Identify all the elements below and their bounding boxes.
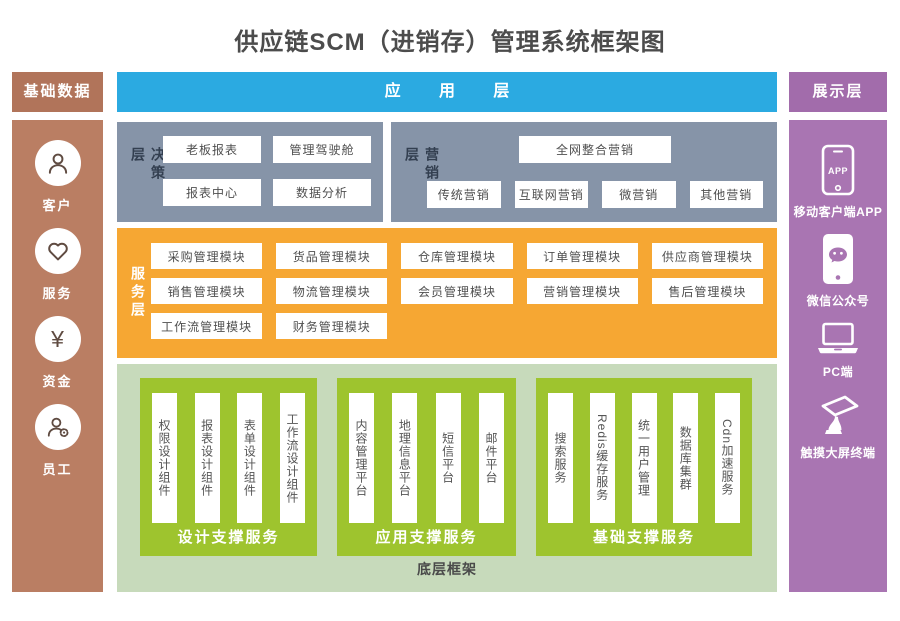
- customer-icon: [34, 140, 81, 186]
- service-module-box: 供应商管理模块: [651, 243, 763, 269]
- laptop-icon: [815, 322, 861, 356]
- display-layer-panel: APP 移动客户端APP 微信公众号: [789, 120, 887, 592]
- display-item-wechat: 微信公众号: [807, 233, 870, 309]
- group-label: 基础支撑服务: [592, 529, 695, 546]
- foundation-framework-panel: 权限设计组件 报表设计组件 表单设计组件 工作流设计组件 设计支撑服务 内容管理…: [117, 364, 777, 592]
- service-module-box: 营销管理模块: [526, 278, 638, 304]
- component-strip: 报表设计组件: [194, 393, 220, 523]
- foundation-framework-label: 底层框架: [417, 561, 477, 577]
- display-item-label: 触摸大屏终端: [800, 446, 876, 460]
- service-module-box: 采购管理模块: [151, 243, 263, 269]
- basic-data-item-service: 服务: [34, 228, 81, 302]
- group-label: 设计支撑服务: [177, 529, 280, 546]
- base-support-group: 搜索服务 Redis缓存服务 统一用户管理 数据库集群 Cdn加速服务 基础支撑…: [536, 378, 752, 556]
- basic-data-panel: 客户 服务 ¥ 资金: [12, 120, 103, 592]
- basic-data-label: 客户: [42, 198, 73, 213]
- component-strip: 邮件平台: [478, 393, 504, 523]
- basic-data-label: 资金: [42, 374, 73, 389]
- employee-icon: [34, 404, 81, 450]
- service-module-box: 货品管理模块: [276, 243, 388, 269]
- group-label: 应用支撑服务: [375, 529, 478, 546]
- design-support-group: 权限设计组件 报表设计组件 表单设计组件 工作流设计组件 设计支撑服务: [140, 378, 317, 556]
- marketing-box: 传统营销: [427, 181, 501, 208]
- service-module-box: 订单管理模块: [526, 243, 638, 269]
- decision-box: 管理驾驶舱: [273, 136, 371, 163]
- marketing-box: 微营销: [602, 181, 676, 208]
- mobile-app-icon: APP: [821, 144, 855, 196]
- marketing-box: 其他营销: [689, 181, 763, 208]
- basic-data-header: 基础数据: [12, 72, 103, 112]
- basic-data-item-funds: ¥ 资金: [34, 316, 81, 390]
- marketing-layer-panel: 营销层 全网整合营销 传统营销 互联网营销 微营销 其他营销: [391, 122, 777, 222]
- display-item-mobile-app: APP 移动客户端APP: [794, 144, 883, 220]
- service-module-box: 仓库管理模块: [401, 243, 513, 269]
- marketing-box: 互联网营销: [514, 181, 588, 208]
- service-module-box: 销售管理模块: [151, 278, 263, 304]
- application-layer-bar: 应用层: [117, 72, 777, 112]
- page-title: 供应链SCM（进销存）管理系统框架图: [234, 29, 666, 56]
- component-strip: 数据库集群: [673, 393, 699, 523]
- component-strip: Redis缓存服务: [589, 393, 615, 523]
- component-strip: 表单设计组件: [237, 393, 263, 523]
- component-strip: 工作流设计组件: [279, 393, 305, 523]
- component-strip: 统一用户管理: [631, 393, 657, 523]
- service-module-box: 会员管理模块: [401, 278, 513, 304]
- service-module-box: 财务管理模块: [276, 313, 388, 339]
- display-item-pc: PC端: [815, 322, 861, 380]
- application-support-group: 内容管理平台 地理信息平台 短信平台 邮件平台 应用支撑服务: [337, 378, 516, 556]
- service-module-box: 售后管理模块: [651, 278, 763, 304]
- service-layer-label: 服务层: [130, 266, 146, 320]
- component-strip: 搜索服务: [548, 393, 573, 523]
- display-item-label: PC端: [822, 365, 854, 379]
- display-layer-header: 展示层: [789, 72, 887, 112]
- yen-icon: ¥: [34, 316, 81, 362]
- decision-layer-panel: 决策层 老板报表 管理驾驶舱 报表中心 数据分析: [117, 122, 383, 222]
- decision-layer-grid: 老板报表 管理驾驶舱 报表中心 数据分析: [163, 136, 371, 208]
- service-layer-panel: 服务层 采购管理模块 货品管理模块 仓库管理模块 订单管理模块 供应商管理模块 …: [117, 228, 777, 358]
- service-module-box: 物流管理模块: [276, 278, 388, 304]
- display-item-label: 移动客户端APP: [793, 205, 883, 219]
- basic-data-label: 服务: [42, 286, 73, 301]
- service-module-box: 工作流管理模块: [151, 313, 263, 339]
- component-strip: Cdn加速服务: [715, 393, 740, 523]
- component-strip: 短信平台: [435, 393, 461, 523]
- marketing-box: 全网整合营销: [519, 136, 671, 163]
- kiosk-icon: [814, 393, 862, 437]
- basic-data-label: 员工: [42, 462, 73, 477]
- wechat-icon: [821, 233, 855, 285]
- decision-box: 数据分析: [273, 179, 371, 206]
- marketing-layer-grid: 全网整合营销 传统营销 互联网营销 微营销 其他营销: [427, 136, 763, 208]
- foundation-groups: 权限设计组件 报表设计组件 表单设计组件 工作流设计组件 设计支撑服务 内容管理…: [140, 378, 752, 556]
- decision-box: 报表中心: [163, 179, 261, 206]
- basic-data-item-customer: 客户: [34, 140, 81, 214]
- display-item-label: 微信公众号: [806, 294, 870, 308]
- marketing-layer-label: 营销层: [404, 147, 440, 183]
- heart-icon: [34, 228, 81, 274]
- component-strip: 内容管理平台: [349, 393, 374, 523]
- basic-data-item-employee: 员工: [34, 404, 81, 478]
- app-badge: APP: [827, 166, 848, 176]
- component-strip: 权限设计组件: [152, 393, 177, 523]
- yen-glyph: ¥: [51, 325, 64, 352]
- decision-box: 老板报表: [163, 136, 261, 163]
- display-item-touch-terminal: 触摸大屏终端: [800, 393, 875, 461]
- component-strip: 地理信息平台: [392, 393, 418, 523]
- decision-layer-label: 决策层: [130, 147, 166, 183]
- service-layer-grid: 采购管理模块 货品管理模块 仓库管理模块 订单管理模块 供应商管理模块 销售管理…: [151, 243, 763, 339]
